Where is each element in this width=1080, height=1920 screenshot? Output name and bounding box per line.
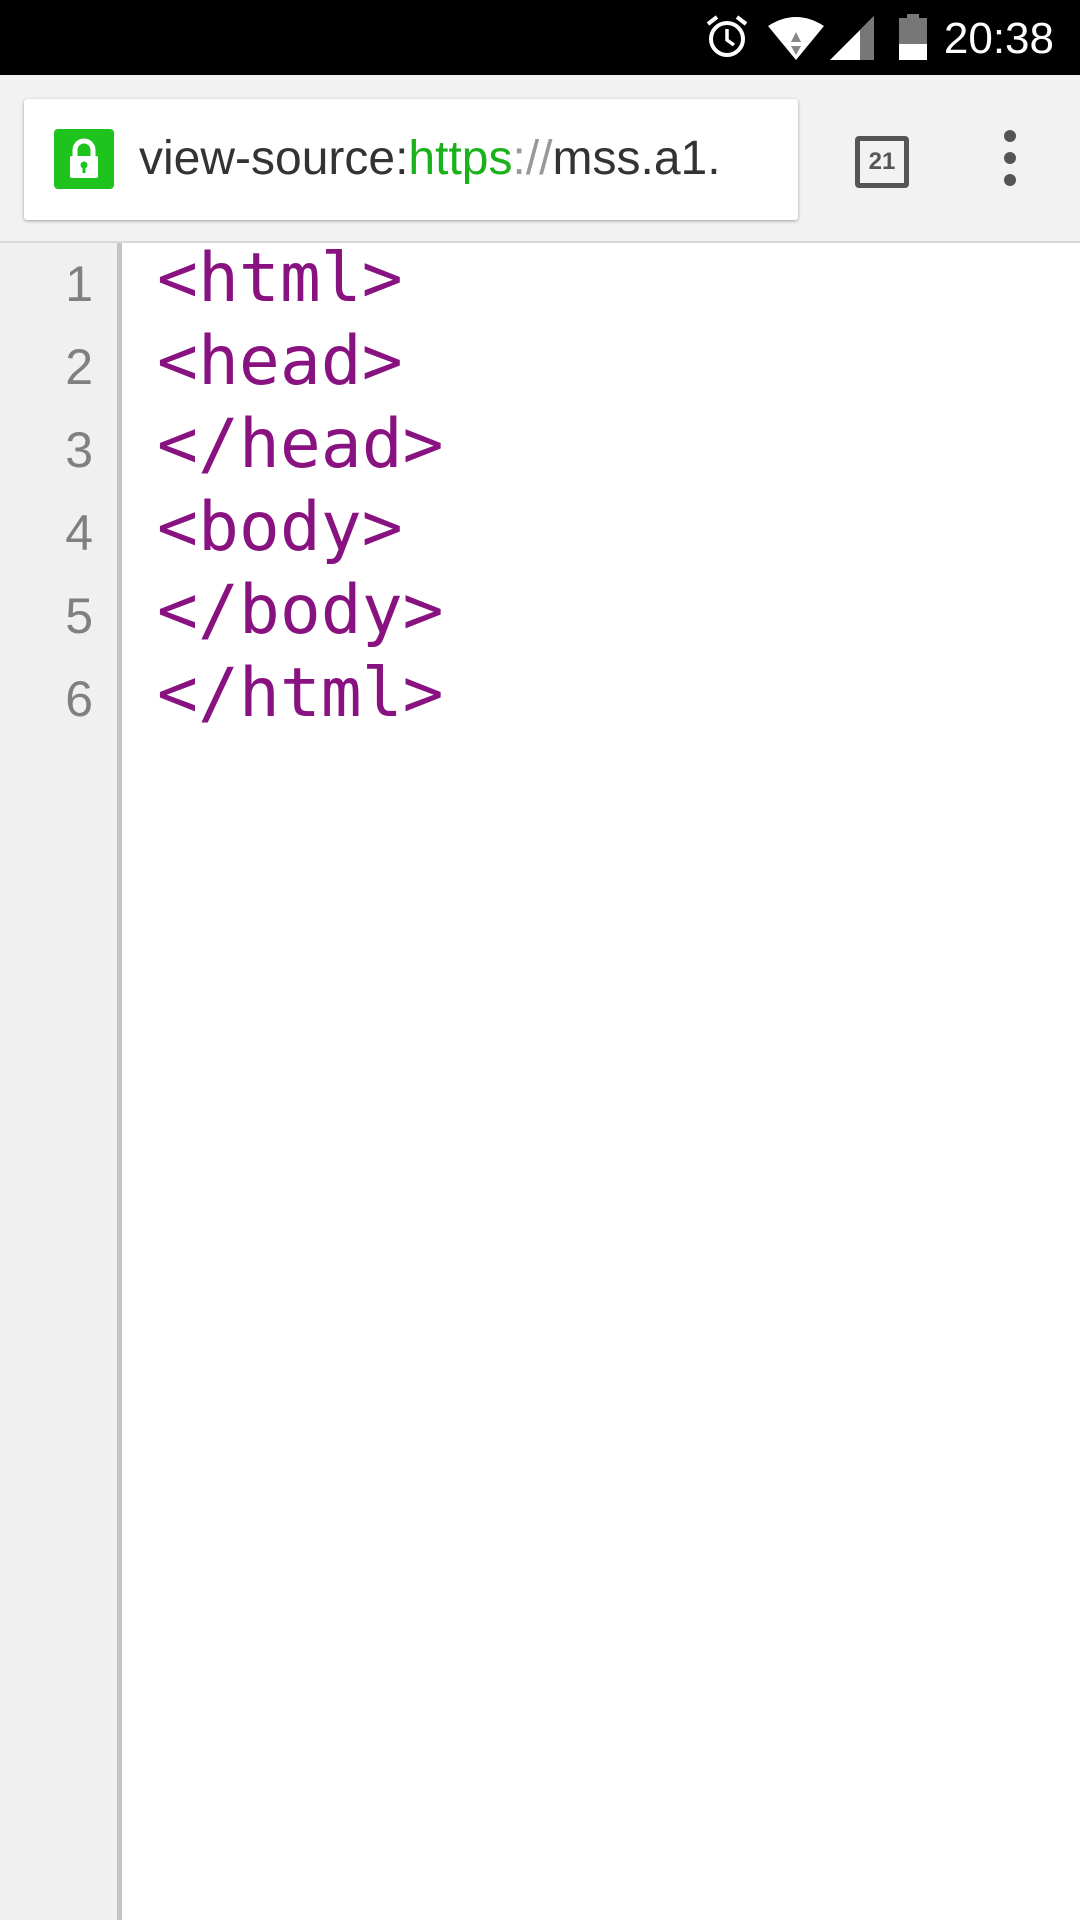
- url-separator: ://: [512, 132, 553, 185]
- code-line: </head>: [157, 405, 444, 484]
- url-prefix: view-source:: [139, 132, 409, 185]
- clock: 20:38: [943, 14, 1054, 63]
- url-scheme: https: [408, 132, 513, 185]
- status-bar: 20:38: [0, 0, 1080, 75]
- wifi-icon: [768, 17, 824, 60]
- code-line: </body>: [157, 571, 444, 650]
- url-host: mss.a1.: [552, 132, 721, 185]
- signal-icon: [830, 16, 874, 60]
- address-bar[interactable]: view-source:https://mss.a1.: [24, 99, 798, 220]
- lock-icon[interactable]: [54, 129, 114, 189]
- line-number: 2: [65, 339, 93, 395]
- line-number: 4: [65, 505, 93, 561]
- line-number: 1: [65, 256, 93, 312]
- code-line: <body>: [157, 488, 403, 567]
- code-line: </html>: [157, 654, 444, 733]
- tab-switcher-button[interactable]: 21: [855, 136, 909, 188]
- line-number: 3: [65, 422, 93, 478]
- overflow-menu-icon[interactable]: [990, 130, 1030, 194]
- battery-icon: [899, 14, 927, 60]
- browser-toolbar: view-source:https://mss.a1. 21: [0, 75, 1080, 243]
- code-line: <head>: [157, 322, 403, 401]
- alarm-icon: [706, 15, 748, 57]
- line-number: 5: [65, 588, 93, 644]
- line-number: 6: [65, 671, 93, 727]
- url-text[interactable]: view-source:https://mss.a1.: [139, 129, 721, 189]
- code-line: <html>: [157, 239, 403, 318]
- line-number-gutter: 1 2 3 4 5 6: [0, 243, 122, 1920]
